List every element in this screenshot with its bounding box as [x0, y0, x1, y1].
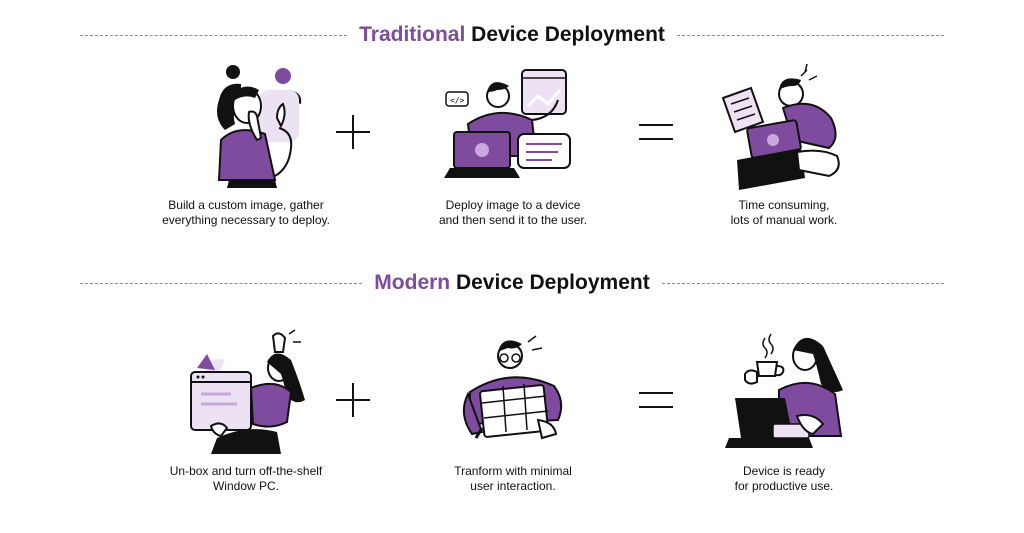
man-transforming-illustration — [462, 335, 563, 440]
svg-text:</>: </> — [450, 96, 465, 105]
caption-line-1: Un-box and turn off-the-shelf — [169, 464, 323, 478]
dashed-divider-left — [80, 34, 348, 36]
equals-icon — [639, 392, 673, 408]
modern-step-unbox-caption: Un-box and turn off-the-shelf Window PC. — [126, 464, 366, 494]
dashed-divider-right — [661, 282, 944, 284]
plus-icon — [336, 115, 370, 149]
man-deploying-illustration: </> — [444, 69, 571, 178]
dashed-divider-right — [676, 34, 945, 36]
caption-line-2: and then send it to the user. — [438, 213, 588, 227]
traditional-header: Traditional Device Deployment — [80, 20, 945, 50]
modern-step-ready: Device is ready for productive use. — [664, 328, 904, 494]
traditional-step-result-caption: Time consuming, lots of manual work. — [664, 198, 904, 228]
man-manual-work-illustration — [721, 63, 840, 190]
traditional-step-deploy-caption: Deploy image to a device and then send i… — [393, 198, 633, 228]
title-accent: Modern — [374, 271, 451, 294]
title-rest: Device Deployment — [450, 271, 650, 294]
caption-line-1: Deploy image to a device — [445, 198, 581, 212]
traditional-step-build: Build a custom image, gather everything … — [126, 62, 366, 228]
caption-line-1: Build a custom image, gather — [168, 198, 324, 212]
caption-line-2: user interaction. — [470, 479, 556, 493]
caption-line-1: Time consuming, — [738, 198, 830, 212]
traditional-step-build-caption: Build a custom image, gather everything … — [126, 198, 366, 228]
woman-productive-illustration — [725, 333, 843, 448]
modern-step-transform: Tranform with minimal user interaction. — [393, 328, 633, 494]
modern-step-ready-caption: Device is ready for productive use. — [664, 464, 904, 494]
modern-step-unbox: Un-box and turn off-the-shelf Window PC. — [126, 328, 366, 494]
caption-line-1: Device is ready — [742, 464, 826, 478]
title-accent: Traditional — [359, 23, 466, 46]
plus-icon — [336, 383, 370, 417]
woman-thinking-illustration — [217, 65, 302, 188]
caption-line-1: Tranform with minimal — [454, 464, 572, 478]
caption-line-2: lots of manual work. — [730, 213, 838, 227]
caption-line-2: everything necessary to deploy. — [162, 213, 330, 227]
equals-icon — [639, 124, 673, 140]
caption-line-2: Window PC. — [212, 479, 280, 493]
dashed-divider-left — [80, 282, 363, 284]
modern-header: Modern Device Deployment — [80, 268, 944, 298]
title-rest: Device Deployment — [465, 23, 665, 46]
caption-line-2: for productive use. — [734, 479, 834, 493]
modern-section: Modern Device Deployment Un-box and turn… — [0, 262, 1024, 522]
modern-title: Modern Device Deployment — [362, 271, 661, 295]
traditional-title: Traditional Device Deployment — [347, 23, 677, 47]
traditional-step-deploy: </> Deploy image to a device and then se… — [393, 62, 633, 228]
woman-unboxing-illustration — [190, 329, 305, 454]
traditional-step-result: Time consuming, lots of manual work. — [664, 62, 904, 228]
traditional-section: Traditional Device Deployment Build a cu… — [0, 0, 1024, 250]
modern-step-transform-caption: Tranform with minimal user interaction. — [393, 464, 633, 494]
